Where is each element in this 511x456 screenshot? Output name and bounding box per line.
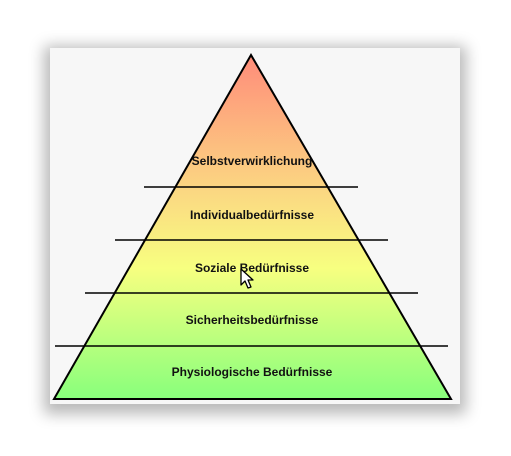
level-label-individualbeduerfnisse: Individualbedürfnisse [190,208,314,222]
level-label-soziale-beduerfnisse: Soziale Bedürfnisse [195,261,309,275]
level-label-selbstverwirklichung: Selbstverwirklichung [192,154,313,168]
mouse-pointer-icon [240,268,254,289]
pyramid-triangle [52,52,453,400]
level-label-sicherheitsbeduerfnisse: Sicherheitsbedürfnisse [186,313,319,327]
level-label-physiologische-beduerfnisse: Physiologische Bedürfnisse [172,365,333,379]
